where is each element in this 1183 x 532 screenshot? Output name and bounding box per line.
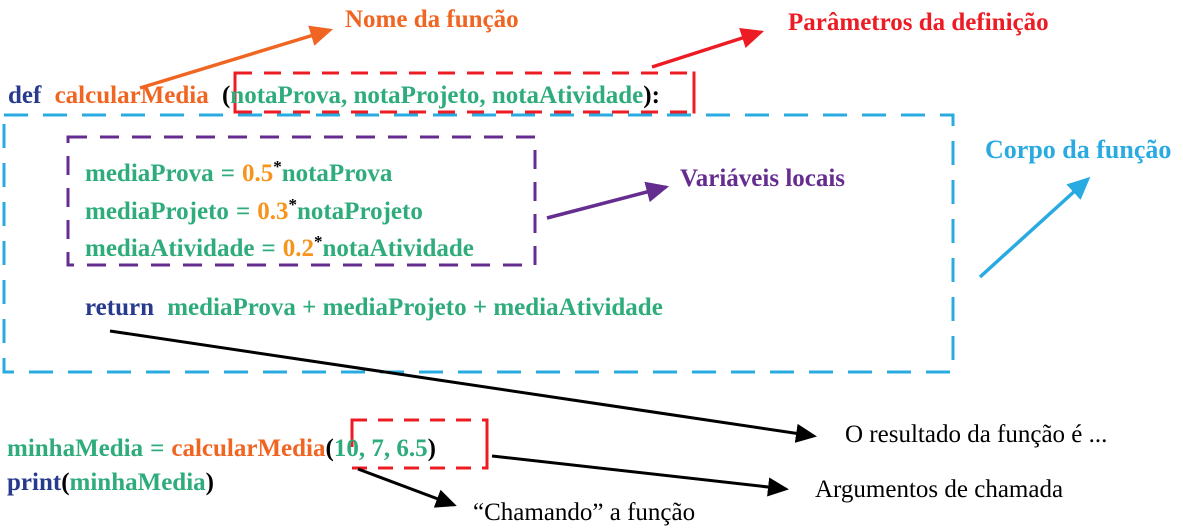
multiply-operator: * <box>288 195 297 214</box>
coefficient: 0.5 <box>241 160 274 187</box>
call-line: minhaMedia=calcularMedia(10, 7, 6.5) <box>7 434 436 464</box>
return-expression: mediaProva + mediaProjeto + mediaAtivida… <box>167 294 663 321</box>
calling-label: “Chamando” a função <box>473 499 696 526</box>
calling-arrow <box>357 467 457 508</box>
open-paren: ( <box>61 469 70 496</box>
result-var: minhaMedia <box>7 435 144 462</box>
print-argument: minhaMedia <box>69 469 206 496</box>
print-keyword: print <box>7 469 62 496</box>
multiply-operator: * <box>313 232 323 251</box>
print-line: print(minhaMedia) <box>7 468 214 498</box>
called-function-name: calcularMedia <box>171 435 326 462</box>
multiply-operator: * <box>273 157 282 176</box>
equals-sign: = <box>220 160 235 187</box>
body-line-2: mediaProjeto=0.3*notaProjeto <box>85 190 423 227</box>
operand-var: notaProjeto <box>296 198 423 225</box>
def-keyword: def <box>8 82 42 109</box>
assigned-var: mediaProva <box>85 160 214 187</box>
equals-sign: = <box>235 198 251 225</box>
close-paren-colon: ): <box>643 82 660 109</box>
operand-var: notaAtividade <box>322 235 474 262</box>
open-paren: ( <box>325 435 334 462</box>
coefficient: 0.3 <box>257 198 289 225</box>
open-paren: ( <box>221 82 231 109</box>
body-line-1: mediaProva=0.5*notaProva <box>85 152 392 189</box>
return-keyword: return <box>85 294 154 321</box>
function-name-arrow <box>139 25 334 90</box>
assigned-var: mediaProjeto <box>85 198 229 225</box>
close-paren: ) <box>427 435 436 462</box>
function-name: calcularMedia <box>54 82 209 109</box>
function-body-arrow <box>978 176 1091 279</box>
equals-sign: = <box>150 435 165 462</box>
assigned-var: mediaAtividade <box>85 235 255 262</box>
close-paren: ) <box>205 469 214 496</box>
call-args-arrow <box>491 454 789 497</box>
result-arrow <box>109 329 817 443</box>
local-vars-label: Variáveis locais <box>680 165 846 192</box>
def-line: def calcularMedia (notaProva, notaProjet… <box>8 81 660 111</box>
return-line: return mediaProva + mediaProjeto + media… <box>85 293 663 323</box>
def-params: notaProva, notaProjeto, notaAtividade <box>230 82 644 109</box>
operand-var: notaProva <box>281 160 393 187</box>
definition-params-label: Parâmetros da definição <box>788 9 1049 36</box>
result-label: O resultado da função é ... <box>845 421 1108 448</box>
call-args-label: Argumentos de chamada <box>815 476 1064 503</box>
local-vars-arrow <box>546 181 670 220</box>
body-line-3: mediaAtividade=0.2*notaAtividade <box>85 227 474 264</box>
coefficient: 0.2 <box>282 235 314 262</box>
equals-sign: = <box>261 235 276 262</box>
function-body-label: Corpo da função <box>985 135 1172 164</box>
call-arguments: 10, 7, 6.5 <box>333 435 428 462</box>
definition-params-arrow <box>651 27 764 69</box>
function-name-label: Nome da função <box>345 6 519 33</box>
